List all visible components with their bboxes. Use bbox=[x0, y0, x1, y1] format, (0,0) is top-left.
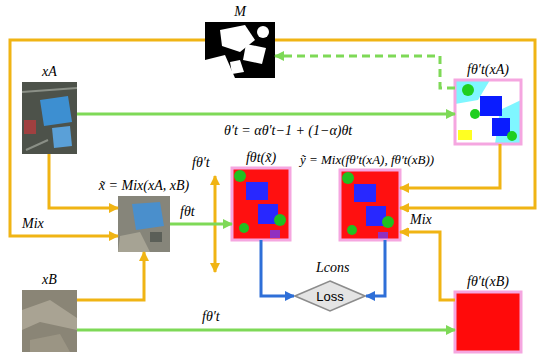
flow-arrow bbox=[77, 252, 144, 300]
flow-arrow bbox=[275, 56, 455, 88]
mask-picture bbox=[205, 22, 275, 78]
edge-label: Mix bbox=[20, 216, 46, 232]
image-heading: x̃ = Mix(xA, xB) bbox=[99, 178, 189, 194]
aerial-picture-b bbox=[22, 290, 77, 352]
edge-label: fθ′t bbox=[200, 309, 222, 325]
flow-arrow bbox=[366, 240, 385, 296]
flow-arrow bbox=[10, 40, 205, 236]
flow-arrow bbox=[77, 113, 455, 116]
teacher-prediction: fθ′t(xB) bbox=[455, 292, 521, 352]
mixed-label: ỹ = Mix(fθ′t(xA), fθ′t(xB)) bbox=[340, 170, 400, 240]
aerial-picture-a bbox=[22, 82, 77, 154]
student-prediction-picture bbox=[232, 168, 290, 240]
image-heading: xB bbox=[42, 272, 57, 288]
image-heading: ỹ = Mix(fθ′t(xA), fθ′t(xB)) bbox=[300, 152, 434, 168]
loss-label: Loss bbox=[316, 289, 343, 304]
update-formula: θ′t = αθ′t−1 + (1−α)θt bbox=[222, 123, 354, 139]
flow-arrow bbox=[170, 223, 232, 226]
teacher-prediction: fθ′t(xA) bbox=[455, 80, 521, 144]
loss-diamond: Loss bbox=[294, 280, 366, 312]
edge-label: fθt bbox=[178, 204, 197, 220]
input-image: xB bbox=[22, 290, 77, 352]
image-heading: fθ′t(xB) bbox=[467, 274, 509, 290]
image-heading: M bbox=[234, 4, 246, 20]
prediction-picture-b bbox=[455, 292, 521, 352]
input-image: xA bbox=[22, 82, 77, 154]
student-prediction: fθt(x̃) bbox=[232, 168, 290, 240]
edge-label: Mix bbox=[408, 212, 434, 228]
prediction-picture-a bbox=[455, 80, 521, 144]
flow-arrow bbox=[400, 232, 455, 300]
image-heading: fθt(x̃) bbox=[246, 150, 276, 166]
mask-image: M bbox=[205, 22, 275, 78]
mixed-label-picture bbox=[340, 170, 400, 240]
mixed-picture bbox=[118, 196, 170, 252]
image-heading: xA bbox=[42, 64, 57, 80]
mixed-image: x̃ = Mix(xA, xB) bbox=[118, 196, 170, 252]
loss-name: Lcons bbox=[314, 260, 351, 276]
image-heading: fθ′t(xA) bbox=[467, 62, 509, 78]
flow-arrow bbox=[261, 240, 294, 296]
model-name: fθ′t bbox=[190, 155, 212, 171]
flow-arrow bbox=[77, 329, 455, 332]
